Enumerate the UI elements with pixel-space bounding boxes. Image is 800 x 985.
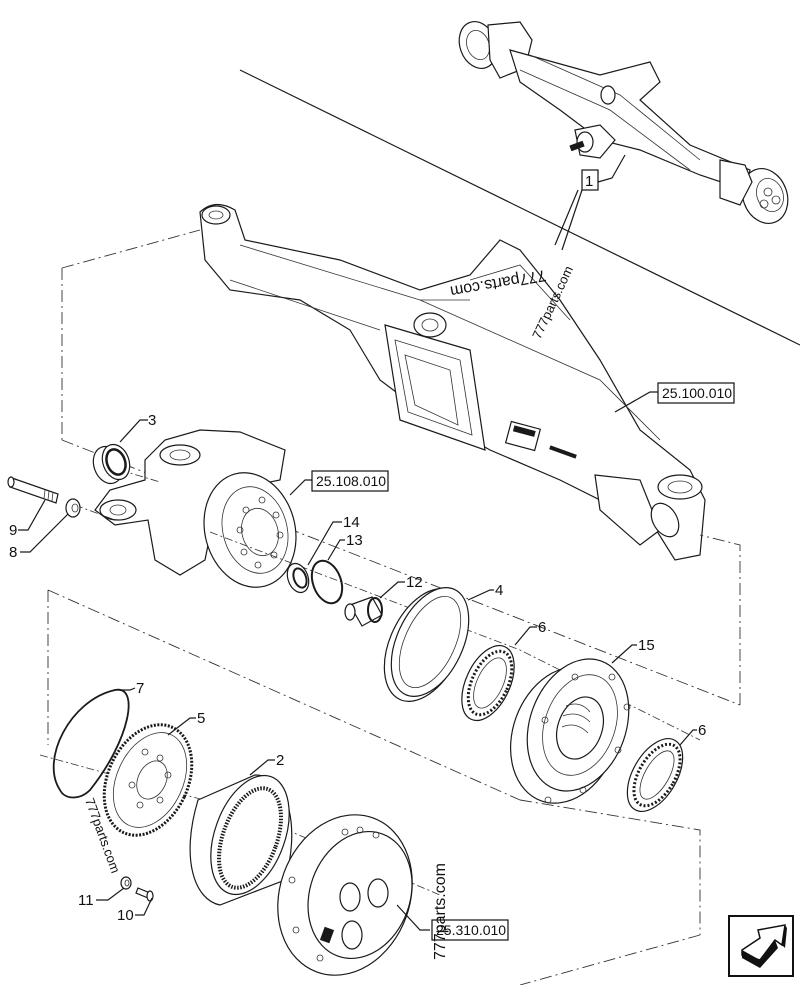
callout-7: 7 xyxy=(136,680,144,697)
callout-2: 2 xyxy=(276,752,284,769)
callout-3: 3 xyxy=(148,412,156,429)
next-page-arrow-icon[interactable] xyxy=(728,915,794,977)
final-drive-cover xyxy=(277,814,430,976)
part-8-nut xyxy=(20,498,81,553)
callout-9: 9 xyxy=(9,522,17,539)
part-2-ring-gear xyxy=(189,759,293,906)
reference-final-drive-label[interactable]: 25.310.010 xyxy=(436,922,506,938)
swivel-housing xyxy=(94,429,297,588)
callout-6a: 6 xyxy=(538,619,546,636)
callout-12: 12 xyxy=(406,574,423,591)
part-9-pin xyxy=(7,476,59,531)
part-11-washer xyxy=(96,876,132,901)
part-6-bearing-inner xyxy=(461,626,537,722)
part-3-seal xyxy=(92,419,148,485)
reference-axle-housing-label[interactable]: 25.100.010 xyxy=(662,385,732,401)
callout-labels: 3 9 8 14 13 12 4 6 15 6 7 5 2 11 10 xyxy=(9,412,706,924)
part-13-snap-ring xyxy=(310,539,345,605)
group-boundary-lower xyxy=(47,589,701,985)
part-7-retaining-ring xyxy=(52,687,136,799)
part-12-bushing xyxy=(344,581,405,627)
callout-14: 14 xyxy=(343,514,360,531)
part-6-bearing-outer xyxy=(626,729,697,812)
callout-13: 13 xyxy=(346,532,363,549)
axle-assembly-thumbnail xyxy=(458,21,789,224)
assembly-callout: 1 xyxy=(239,69,800,346)
callout-10: 10 xyxy=(117,907,134,924)
bolt-holes xyxy=(236,496,284,569)
callout-11: 11 xyxy=(78,892,94,909)
part-15-wheel-hub xyxy=(509,644,637,804)
callout-6b: 6 xyxy=(698,722,706,739)
reference-swivel-housing-label[interactable]: 25.108.010 xyxy=(316,473,386,489)
reference-swivel-housing[interactable]: 25.108.010 xyxy=(289,470,389,496)
reference-final-drive[interactable]: 25.310.010 xyxy=(431,919,509,941)
watermark-4: 777parts.com xyxy=(432,863,449,960)
axle-housing xyxy=(199,203,706,561)
callout-15: 15 xyxy=(638,637,655,654)
callout-5: 5 xyxy=(197,710,205,727)
part-14-seal xyxy=(286,521,342,594)
assembly-callout-label: 1 xyxy=(585,173,593,190)
part-10-screw xyxy=(135,887,154,916)
reference-axle-housing[interactable]: 25.100.010 xyxy=(614,382,735,413)
callout-4: 4 xyxy=(495,582,503,599)
part-5-planet-carrier xyxy=(102,717,196,837)
callout-8: 8 xyxy=(9,544,17,561)
group-boundary-upper xyxy=(61,229,741,706)
part-4-seal xyxy=(383,587,494,702)
